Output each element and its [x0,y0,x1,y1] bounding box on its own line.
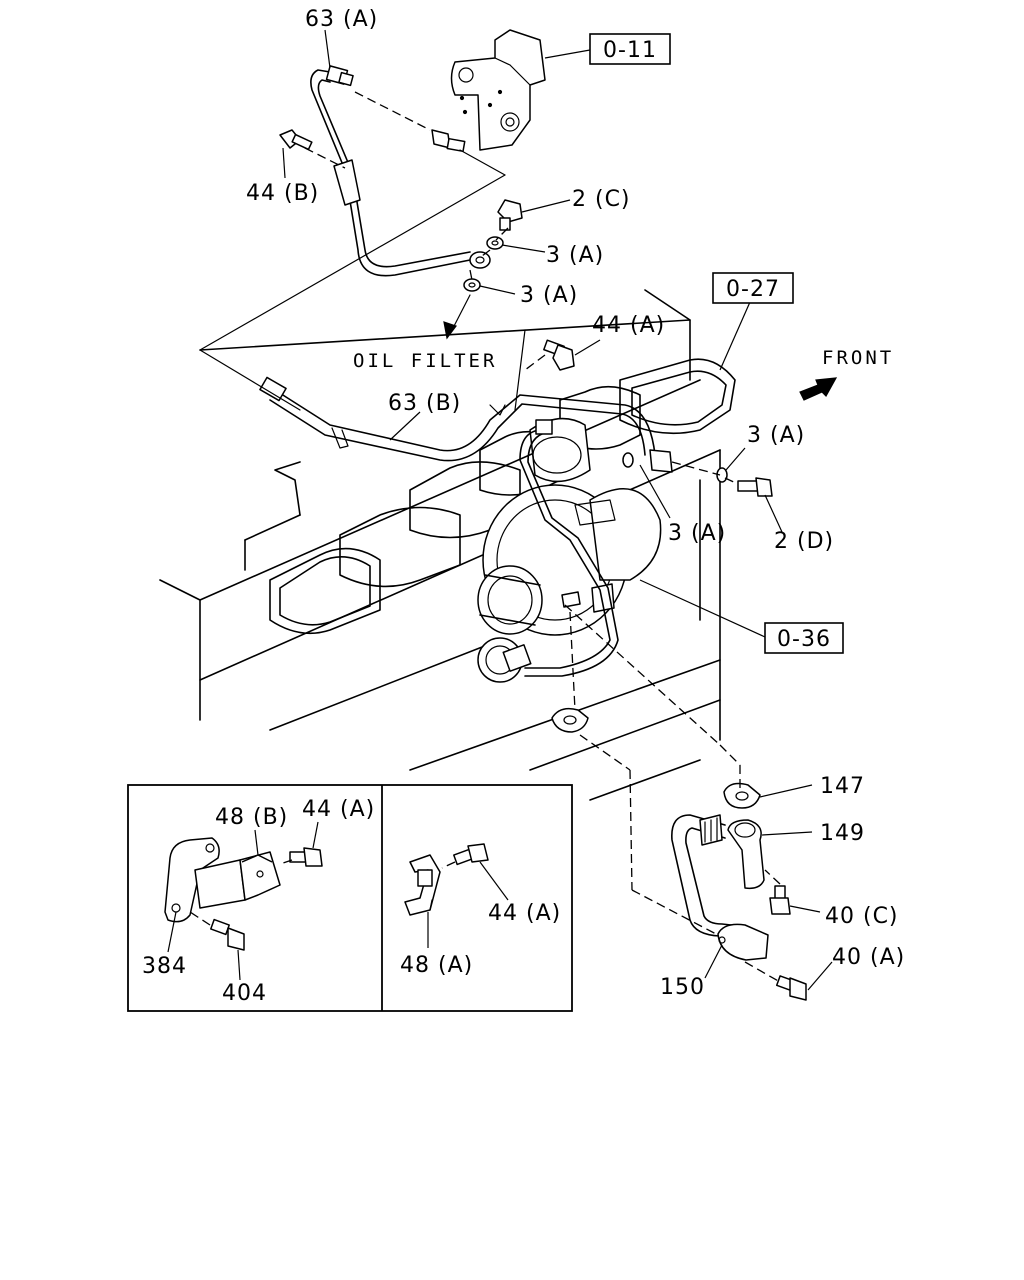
ref-0-11-text: 0-11 [603,38,657,63]
inset-bolt-404 [210,918,245,951]
label-2c: 2 (C) [572,187,631,212]
label-150: 150 [660,975,705,1000]
bracket-0-11 [450,29,546,151]
label-149: 149 [820,821,865,846]
inset-clip-48a [404,854,441,916]
label-2d: 2 (D) [774,529,834,554]
gasket-147 [723,782,761,809]
oil-filter-arrow [443,294,471,340]
inset-clip-48b [194,851,281,909]
label-40c: 40 (C) [825,904,899,929]
washer-3a-1 [486,236,504,250]
label-44a-top: 44 (A) [592,313,665,338]
ref-0-36-text: 0-36 [777,627,831,652]
bolt-40a [775,975,807,1001]
dashed-guides [304,91,781,983]
label-40a: 40 (A) [832,945,905,970]
bolt-2c [497,199,523,231]
bolt-44a-top [543,339,575,371]
ref-box-0-27: 0-27 [712,272,794,304]
bolt-2d [737,477,773,497]
front-arrow [799,377,838,401]
label-3a-3: 3 (A) [747,423,805,448]
label-3a-2: 3 (A) [520,283,578,308]
bolt-44b-mount [431,129,466,153]
inset-panel [127,784,573,1012]
inset-label-44a-1: 44 (A) [302,797,375,822]
perspective-box [199,149,506,411]
inset-label-48b: 48 (B) [215,805,288,830]
label-63b: 63 (B) [388,391,461,416]
bolt-40c [769,885,791,915]
ref-box-0-36: 0-36 [764,622,844,654]
ref-box-0-11: 0-11 [589,33,671,65]
leader-lines [282,29,833,991]
inset-label-384: 384 [142,954,187,979]
label-front: FRONT [822,347,894,369]
ref-0-27-text: 0-27 [726,277,780,302]
washer-3a-4 [622,452,634,468]
label-147: 147 [820,774,865,799]
bolt-44b [279,129,313,151]
inset-label-404: 404 [222,981,267,1006]
inset-bolt-44a-1 [289,847,323,867]
inset-leaders [167,821,509,981]
label-63a: 63 (A) [305,7,378,32]
flange-150 [717,923,769,961]
inset-label-44a-2: 44 (A) [488,901,561,926]
label-44b: 44 (B) [246,181,319,206]
label-3a-4: 3 (A) [668,521,726,546]
gasket-lower [551,707,589,733]
washer-3a-3 [716,467,728,483]
washer-3a-2 [463,278,481,292]
inset-label-48a: 48 (A) [400,953,473,978]
inset-bracket-384 [164,837,220,923]
label-oil-filter: OIL FILTER [353,350,497,372]
label-3a-1: 3 (A) [546,243,604,268]
oil-pipe-63b [259,329,673,677]
inset-bolt-44a-2 [453,843,489,866]
oil-pipe-63a [310,65,491,277]
turbocharger [477,417,662,683]
drain-pipe-149 [671,814,765,939]
